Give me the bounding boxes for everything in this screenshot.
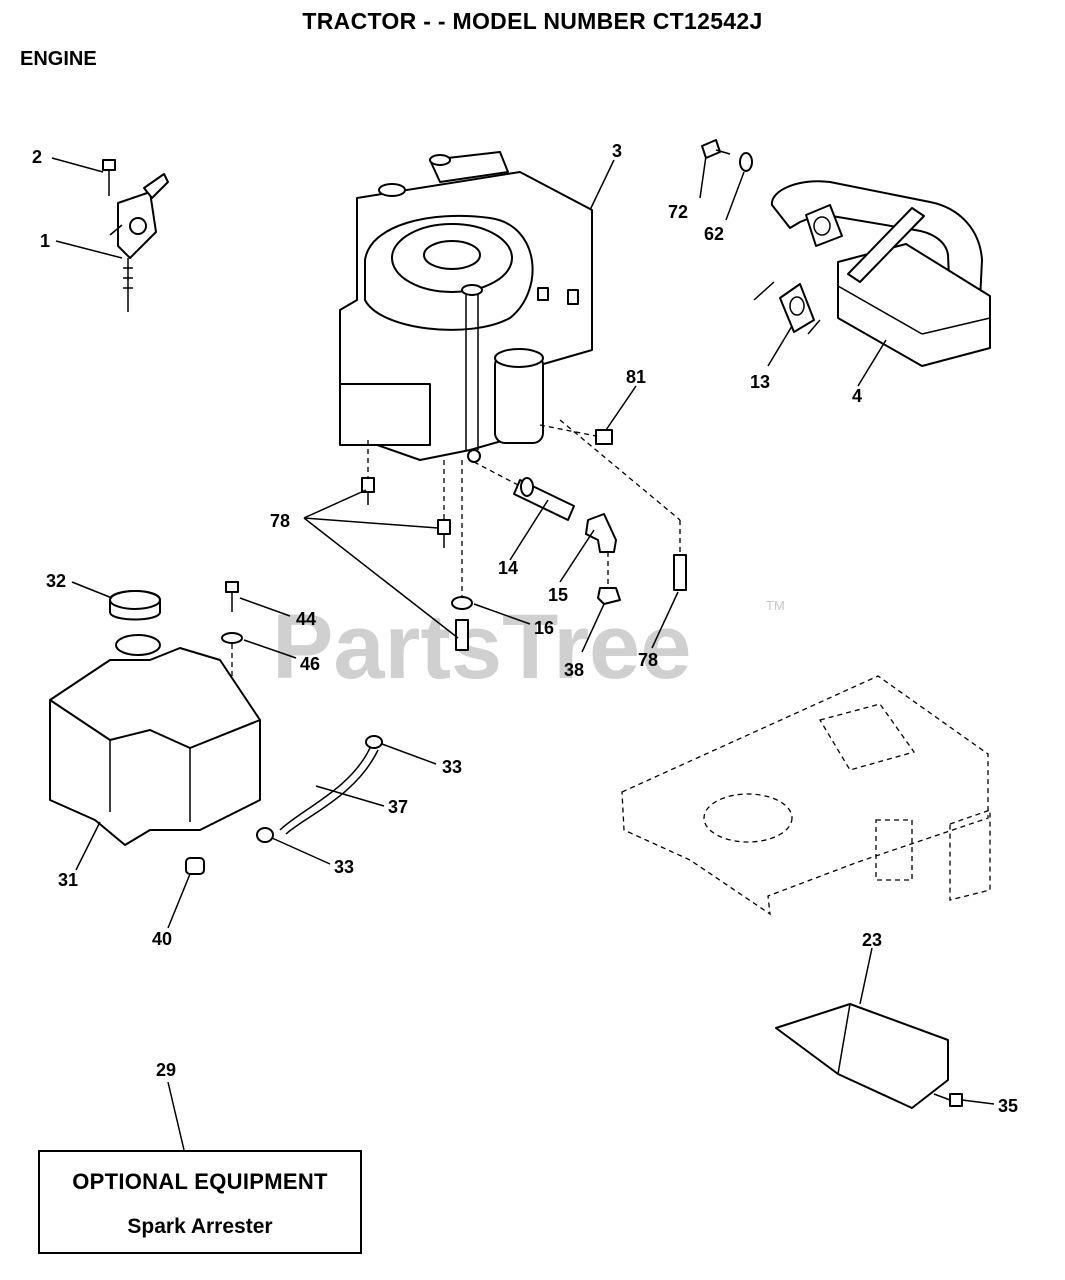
callout-38: 38 [564,660,584,680]
callout-37: 37 [388,797,408,817]
part-throttle-control [102,159,169,312]
callout-46: 46 [300,654,320,674]
callout-32: 32 [46,571,66,591]
diagram-title: TRACTOR - - MODEL NUMBER CT12542J [302,8,763,34]
callout-72: 72 [668,202,688,222]
part-oil-drain [451,419,687,610]
optional-equipment-title: OPTIONAL EQUIPMENT [72,1169,328,1194]
callout-leaders [51,155,995,1151]
callout-13: 13 [750,372,770,392]
callout-44: 44 [296,609,316,629]
part-fuel-line [185,735,383,875]
callout-29: 29 [156,1060,176,1080]
callout-2: 2 [32,147,42,167]
callout-1: 1 [40,231,50,251]
callout-16: 16 [534,618,554,638]
section-label: ENGINE [20,48,97,70]
part-heat-shield [775,1003,963,1109]
optional-equipment-item: Spark Arrester [127,1215,273,1238]
callout-40: 40 [152,929,172,949]
callout-62: 62 [704,224,724,244]
callout-78-a: 78 [270,511,290,531]
callout-33-a: 33 [442,757,462,777]
optional-equipment-box: OPTIONAL EQUIPMENT Spark Arrester [38,1150,362,1254]
callout-4: 4 [852,386,862,406]
part-engine [339,151,593,463]
watermark-trademark: TM [766,598,785,613]
watermark-text: PartsTree [272,596,691,698]
callout-78-b: 78 [638,650,658,670]
callout-23: 23 [862,930,882,950]
callout-35: 35 [998,1096,1018,1116]
part-fuel-tank [49,581,261,846]
callout-81: 81 [626,367,646,387]
callout-15: 15 [548,585,568,605]
part-bolts-78 [361,440,469,651]
callout-31: 31 [58,870,78,890]
part-mounting-plate [621,675,991,916]
callout-33-b: 33 [334,857,354,877]
part-nut-81 [595,429,613,445]
callout-3: 3 [612,141,622,161]
part-muffler-assembly [701,139,991,367]
callout-14: 14 [498,558,518,578]
